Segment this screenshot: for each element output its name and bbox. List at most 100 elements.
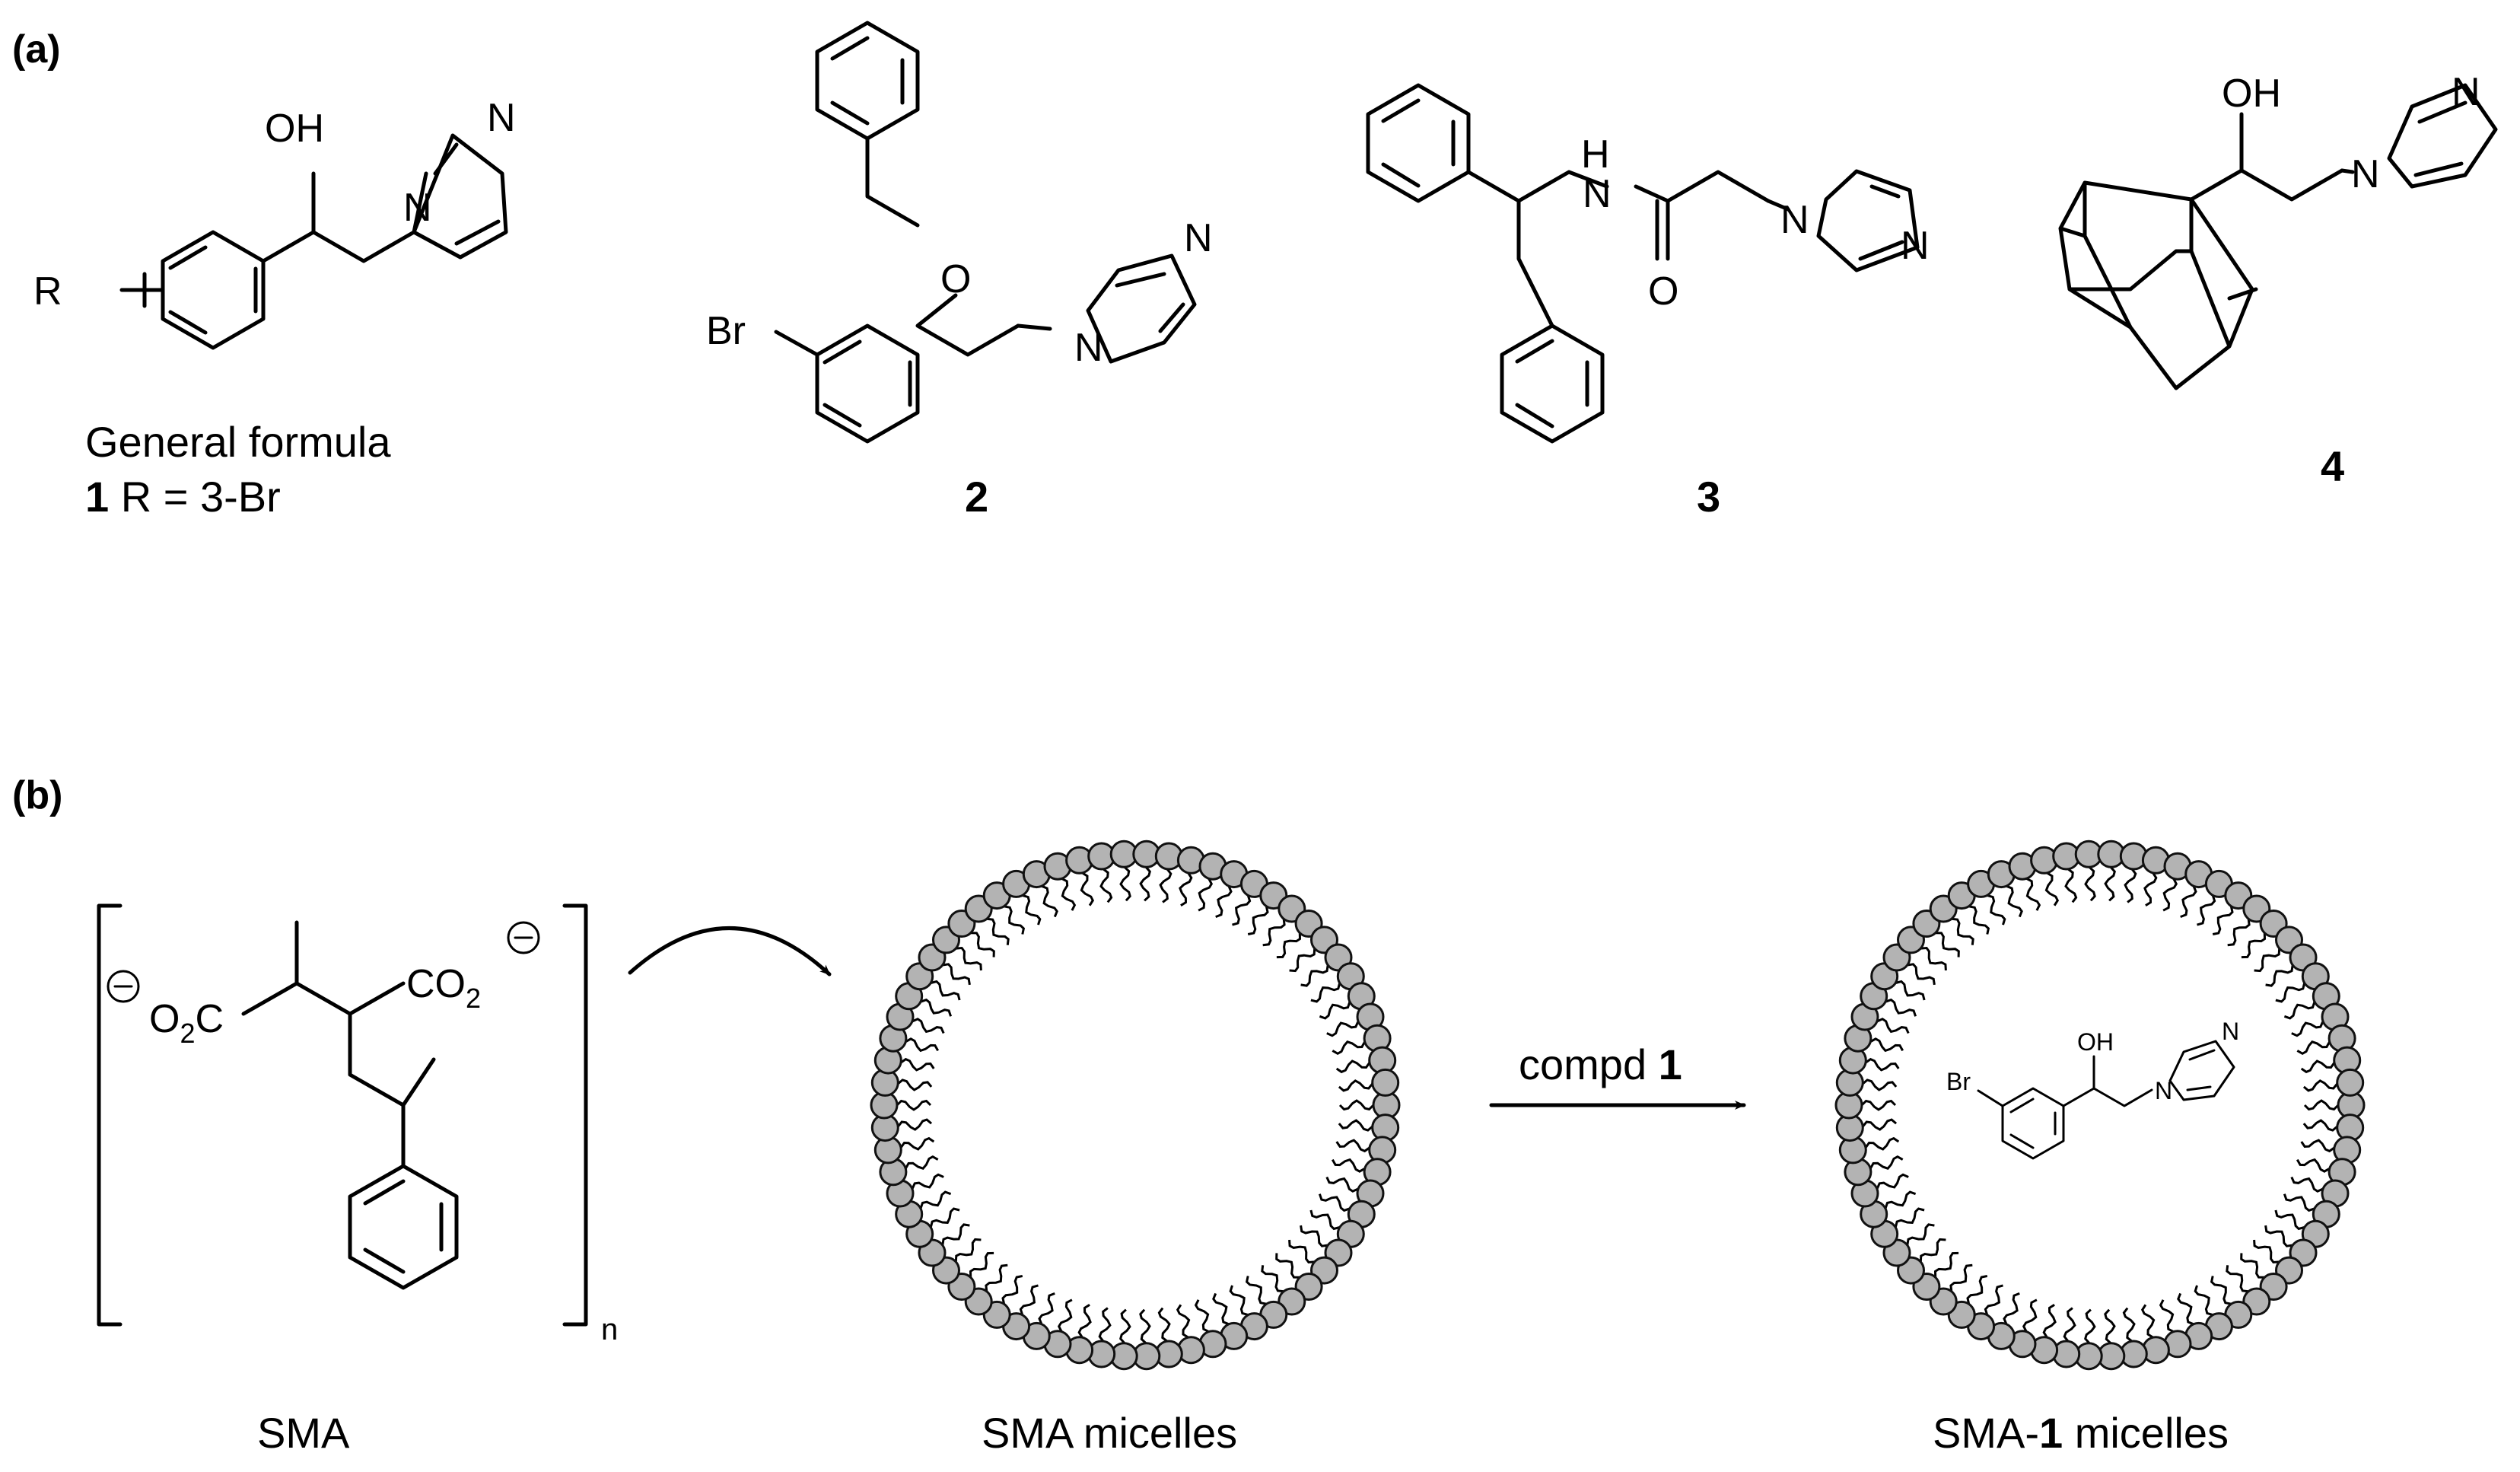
lipid-tail (2226, 1265, 2249, 1293)
lipid-tail (942, 963, 971, 986)
compound-3-o: O (1648, 269, 1678, 314)
lipid-tail (2162, 878, 2178, 912)
sma-structure (97, 903, 588, 1327)
lipid-tail (2197, 894, 2216, 926)
lipid-tail (1057, 1298, 1073, 1333)
compound-4-n: N (2452, 70, 2480, 114)
lipid-tail (1275, 1253, 1300, 1279)
lipid-tail (920, 998, 953, 1017)
lipid-tail (1869, 1037, 1904, 1053)
lipid-tail (985, 1263, 1008, 1292)
lipid-tail (1865, 1057, 1900, 1072)
lipid-tail (1876, 1018, 1910, 1034)
lipid-tail (2003, 1292, 2020, 1325)
lipid-tail (1907, 963, 1936, 986)
compound-2-n1: N (1074, 326, 1103, 370)
negative-charge-left (107, 970, 140, 1003)
lipid-tail (1019, 1284, 1039, 1316)
lipid-tail (2063, 1307, 2076, 1343)
lipid-tail (1325, 1176, 1359, 1193)
compound-4-number: 4 (2321, 442, 2344, 490)
lipid-tail (969, 1251, 994, 1278)
lipid-tail (2240, 1253, 2265, 1279)
loaded-br: Br (1946, 1068, 1971, 1095)
compound-2-br: Br (706, 309, 746, 353)
lipid-tail (1288, 1239, 1315, 1264)
lipid-tail (1300, 964, 1329, 987)
lipid-tail (2122, 1307, 2136, 1343)
lipid-tail (1310, 983, 1341, 1003)
lipid-tail (2302, 1119, 2338, 1132)
compound-1-r-definition: R = 3-Br (109, 473, 281, 521)
lipid-tail (1245, 1276, 1267, 1305)
lipid-tail (1061, 877, 1077, 911)
lipid-tail (2302, 1079, 2338, 1092)
lipid-tail (2275, 983, 2306, 1003)
lipid-tail (912, 1018, 945, 1034)
lipid-tail (897, 1079, 933, 1091)
lipid-tail (1194, 1299, 1210, 1333)
lipid-tail (2283, 1193, 2315, 1212)
lipid-tail (1157, 1307, 1171, 1343)
lipid-tail (1338, 1099, 1375, 1111)
sma-o2c-group: O2C (149, 997, 224, 1049)
compound-2-number: 2 (965, 473, 988, 521)
lipid-tail (930, 980, 961, 1001)
compound-2-n: N (1184, 216, 1213, 260)
lipid-tail (2044, 871, 2060, 906)
compound-1-n1: N (403, 186, 432, 230)
lipid-tail (2300, 1139, 2335, 1153)
lipid-tail (941, 1223, 970, 1246)
lipid-tail (1338, 1119, 1373, 1132)
imidazole-ring (1016, 253, 1197, 364)
reaction-arrow-label: compd 1 (1519, 1040, 1682, 1088)
negative-charge-right (507, 921, 540, 954)
compound-1-oh: OH (265, 107, 324, 151)
lipid-tail (2084, 866, 2096, 902)
compound-1-structure (119, 133, 508, 350)
lipid-tail (970, 932, 995, 957)
compound-4-structure (2058, 83, 2498, 390)
lipid-head (2336, 1068, 2365, 1097)
lipid-tail (2254, 948, 2281, 973)
imidazole-ring (2340, 83, 2498, 189)
lipid-tail (899, 1136, 935, 1151)
lipid-tail (1906, 1223, 1935, 1246)
lipid-tail (1098, 1307, 1112, 1343)
bromophenyl-ring (2001, 1087, 2065, 1160)
lipid-tail (896, 1099, 932, 1111)
compound-3-n1: N (1780, 198, 1809, 242)
lipid-tail (1895, 980, 1926, 1001)
lipid-tail (2290, 1176, 2324, 1193)
lipid-tail (1335, 1139, 1370, 1153)
lipid-tail (2104, 866, 2116, 902)
lipid-tail (1022, 894, 1042, 926)
sma-1-micelles-label: SMA-1 micelles (1933, 1409, 2229, 1457)
loaded-oh: OH (2077, 1028, 2114, 1056)
lipid-tail (2064, 868, 2078, 903)
lipid-tail (2264, 1225, 2293, 1247)
lipid-tail (1038, 1292, 1055, 1325)
lipid-tail (1319, 1001, 1351, 1020)
lipid-tail (1179, 871, 1193, 906)
lipid-tail (956, 946, 982, 971)
lipid-tail (1966, 1275, 1988, 1305)
lipid-tail (1139, 866, 1151, 902)
lipid-tail (1176, 1304, 1191, 1339)
compound-1-caption: General formula (85, 418, 391, 466)
lipid-tail (2300, 1059, 2336, 1074)
lipid-tail (1876, 1173, 1909, 1190)
imidazole-ring (2168, 1040, 2235, 1101)
lipid-tail (1935, 932, 1960, 957)
compound-2-structure (774, 21, 1197, 444)
lipid-tail (2212, 906, 2234, 935)
lipid-tail (1261, 1265, 1284, 1293)
adamantane-cage (2058, 180, 2258, 390)
lipid-tail (1318, 1193, 1351, 1212)
compound-1-caption-line2: 1 R = 3-Br (85, 473, 281, 521)
lipid-tail (1099, 868, 1113, 903)
lipid-tail (1338, 1079, 1373, 1092)
lipid-tail (2084, 1308, 2096, 1344)
lipid-tail (2296, 1040, 2331, 1056)
